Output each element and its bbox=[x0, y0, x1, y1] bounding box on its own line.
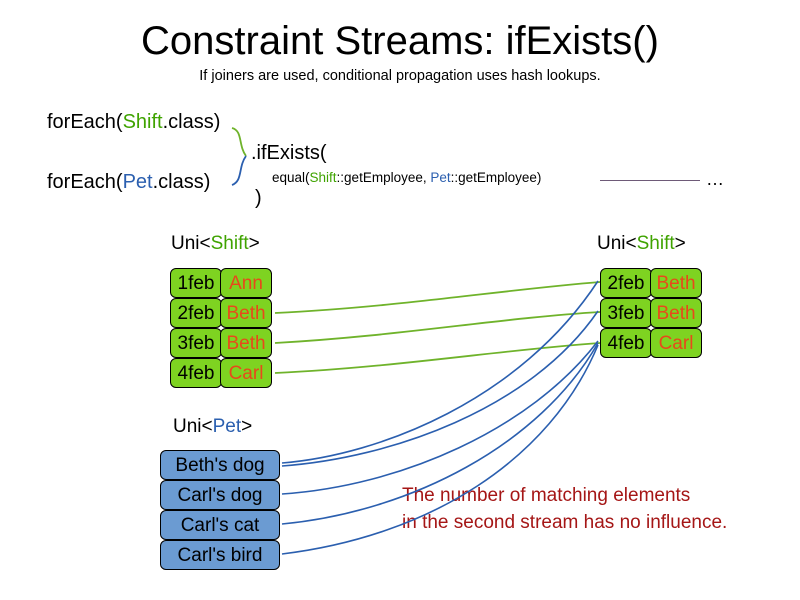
code-equal-left-method: ::getEmployee, bbox=[336, 170, 431, 185]
tuple-cell-name: Beth bbox=[220, 328, 272, 358]
code-foreach-pet-prefix: forEach( bbox=[47, 171, 123, 193]
tuple-cell-date: 3feb bbox=[600, 298, 652, 328]
tuple-cell-pet: Beth's dog bbox=[160, 450, 280, 480]
tuple-cell-pet: Carl's bird bbox=[160, 540, 280, 570]
tuple-row: Carl's cat bbox=[160, 510, 280, 540]
stream-label-right-shift-type: Shift bbox=[636, 233, 675, 254]
tuple-row: Carl's dog bbox=[160, 480, 280, 510]
annotation-line-2: in the second stream has no influence. bbox=[402, 512, 728, 533]
stream-label-left-shift-type: Shift bbox=[210, 233, 249, 254]
tuple-row: 3feb Beth bbox=[600, 298, 702, 328]
connector-blue-carls-dog-4feb bbox=[281, 340, 599, 495]
tuple-cell-date: 2feb bbox=[600, 268, 652, 298]
brace-upper-arm-icon bbox=[231, 127, 247, 157]
code-foreach-shift-suffix: .class) bbox=[162, 111, 221, 133]
code-foreach-shift-prefix: forEach( bbox=[47, 111, 123, 133]
tuple-cell-date: 3feb bbox=[170, 328, 222, 358]
annotation-text: The number of matching elements in the s… bbox=[402, 482, 727, 536]
code-foreach-pet-suffix: .class) bbox=[152, 171, 211, 193]
code-ellipsis: … bbox=[706, 169, 724, 189]
connector-blue-beths-dog-3feb bbox=[281, 310, 599, 467]
code-foreach-shift: forEach(Shift.class) bbox=[47, 110, 220, 134]
tuple-row: 2feb Beth bbox=[170, 298, 272, 328]
stream-label-right-shift-prefix: Uni< bbox=[597, 233, 637, 254]
stream-label-left-shift: Uni<Shift> bbox=[171, 233, 260, 255]
stream-label-left-shift-suffix: > bbox=[248, 233, 260, 254]
tuple-cell-date: 2feb bbox=[170, 298, 222, 328]
stream-label-pet-prefix: Uni< bbox=[173, 416, 213, 437]
tuple-row: 3feb Beth bbox=[170, 328, 272, 358]
tuple-cell-pet: Carl's cat bbox=[160, 510, 280, 540]
code-equal-right-type: Pet bbox=[430, 170, 451, 185]
brace-lower-arm-icon bbox=[231, 155, 247, 186]
tuple-row: 2feb Beth bbox=[600, 268, 702, 298]
connector-green-4feb bbox=[274, 342, 601, 374]
tuple-row: 1feb Ann bbox=[170, 268, 272, 298]
code-equal-prefix: equal( bbox=[272, 170, 310, 185]
code-foreach-pet-type: Pet bbox=[122, 171, 153, 193]
stream-label-pet-type: Pet bbox=[212, 416, 242, 437]
tuple-cell-date: 4feb bbox=[600, 328, 652, 358]
page-subtitle: If joiners are used, conditional propaga… bbox=[199, 68, 601, 84]
connector-green-3feb bbox=[274, 311, 601, 344]
code-tail-connector-line bbox=[600, 180, 700, 181]
code-equal-right-method: ::getEmployee) bbox=[450, 170, 542, 185]
connector-green-2feb bbox=[274, 281, 601, 314]
stream-label-pet: Uni<Pet> bbox=[173, 416, 252, 438]
code-close-paren: ) bbox=[255, 187, 262, 209]
tuple-row: Carl's bird bbox=[160, 540, 280, 570]
tuple-cell-name: Carl bbox=[650, 328, 702, 358]
tuple-cell-pet: Carl's dog bbox=[160, 480, 280, 510]
stream-label-right-shift: Uni<Shift> bbox=[597, 233, 686, 255]
tuple-row: Beth's dog bbox=[160, 450, 280, 480]
tuple-cell-name: Carl bbox=[220, 358, 272, 388]
tuple-cell-date: 1feb bbox=[170, 268, 222, 298]
code-foreach-shift-type: Shift bbox=[122, 111, 163, 133]
tuple-cell-name: Beth bbox=[650, 268, 702, 298]
tuple-row: 4feb Carl bbox=[170, 358, 272, 388]
tuple-cell-name: Beth bbox=[650, 298, 702, 328]
tuple-cell-date: 4feb bbox=[170, 358, 222, 388]
tuple-row: 4feb Carl bbox=[600, 328, 702, 358]
tuple-cell-name: Beth bbox=[220, 298, 272, 328]
code-equal-joiner: equal(Shift::getEmployee, Pet::getEmploy… bbox=[272, 169, 541, 187]
connector-blue-beths-dog-2feb bbox=[281, 280, 599, 464]
page-title: Constraint Streams: ifExists() bbox=[141, 19, 659, 63]
annotation-line-1: The number of matching elements bbox=[402, 485, 691, 506]
code-equal-left-type: Shift bbox=[309, 170, 337, 185]
stream-label-right-shift-suffix: > bbox=[674, 233, 686, 254]
code-foreach-pet: forEach(Pet.class) bbox=[47, 170, 210, 194]
code-ifexists-call: .ifExists( bbox=[251, 142, 327, 164]
stream-label-left-shift-prefix: Uni< bbox=[171, 233, 211, 254]
tuple-cell-name: Ann bbox=[220, 268, 272, 298]
stream-label-pet-suffix: > bbox=[241, 416, 253, 437]
